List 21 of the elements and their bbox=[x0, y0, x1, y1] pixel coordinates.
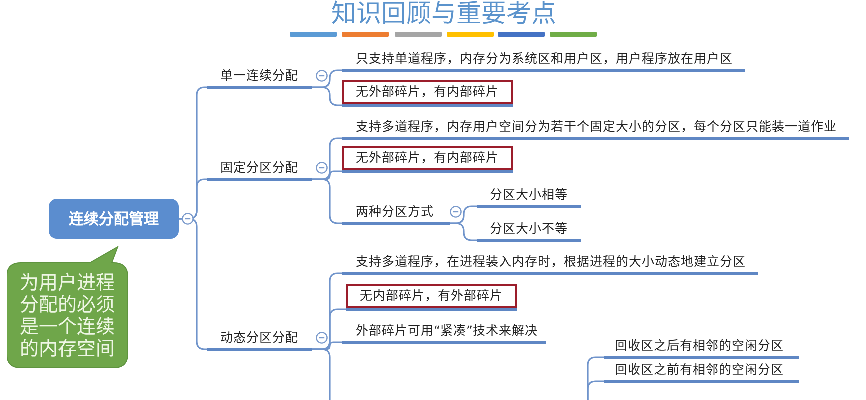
branch-topic: 支持多道程序，内存用户空间分为若干个固定大小的分区，每个分区只能装一道作业 bbox=[342, 117, 849, 140]
highlight-box: 无外部碎片，有内部碎片 bbox=[342, 80, 513, 104]
branch-topic: 分区大小相等 bbox=[477, 185, 581, 208]
branch-topic: 两种分区方式 bbox=[342, 202, 450, 225]
branch-topic: 动态分区分配 bbox=[207, 328, 312, 351]
branch-topic: 分区大小不等 bbox=[477, 219, 581, 242]
title: 知识回顾与重要考点 bbox=[332, 0, 556, 28]
central-topic: 连续分配管理 bbox=[49, 199, 179, 239]
branch-topic: 只支持单道程序，内存分为系统区和用户区，用户程序放在用户区 bbox=[342, 49, 745, 72]
branch-topic: 单一连续分配 bbox=[207, 66, 312, 89]
branch-topic: 固定分区分配 bbox=[207, 158, 312, 181]
branch-topic: 回收区之前有相邻的空闲分区 bbox=[604, 360, 799, 383]
highlight-box: 无内部碎片，有外部碎片 bbox=[346, 284, 517, 308]
highlight-box: 无外部碎片，有内部碎片 bbox=[342, 146, 513, 170]
branch-line bbox=[311, 348, 331, 400]
callout-bubble: 为用户进程分配的必须是一个连续的内存空间 bbox=[7, 246, 128, 368]
branch-line bbox=[178, 218, 208, 350]
branch-topic: 外部碎片可用“紧凑”技术来解决 bbox=[342, 321, 546, 344]
branch-topic: 回收区之后有相邻的空闲分区 bbox=[604, 336, 799, 359]
branch-topic: 支持多道程序，在进程装入内存时，根据进程的大小动态地建立分区 bbox=[342, 252, 758, 275]
branch-line bbox=[587, 380, 605, 400]
